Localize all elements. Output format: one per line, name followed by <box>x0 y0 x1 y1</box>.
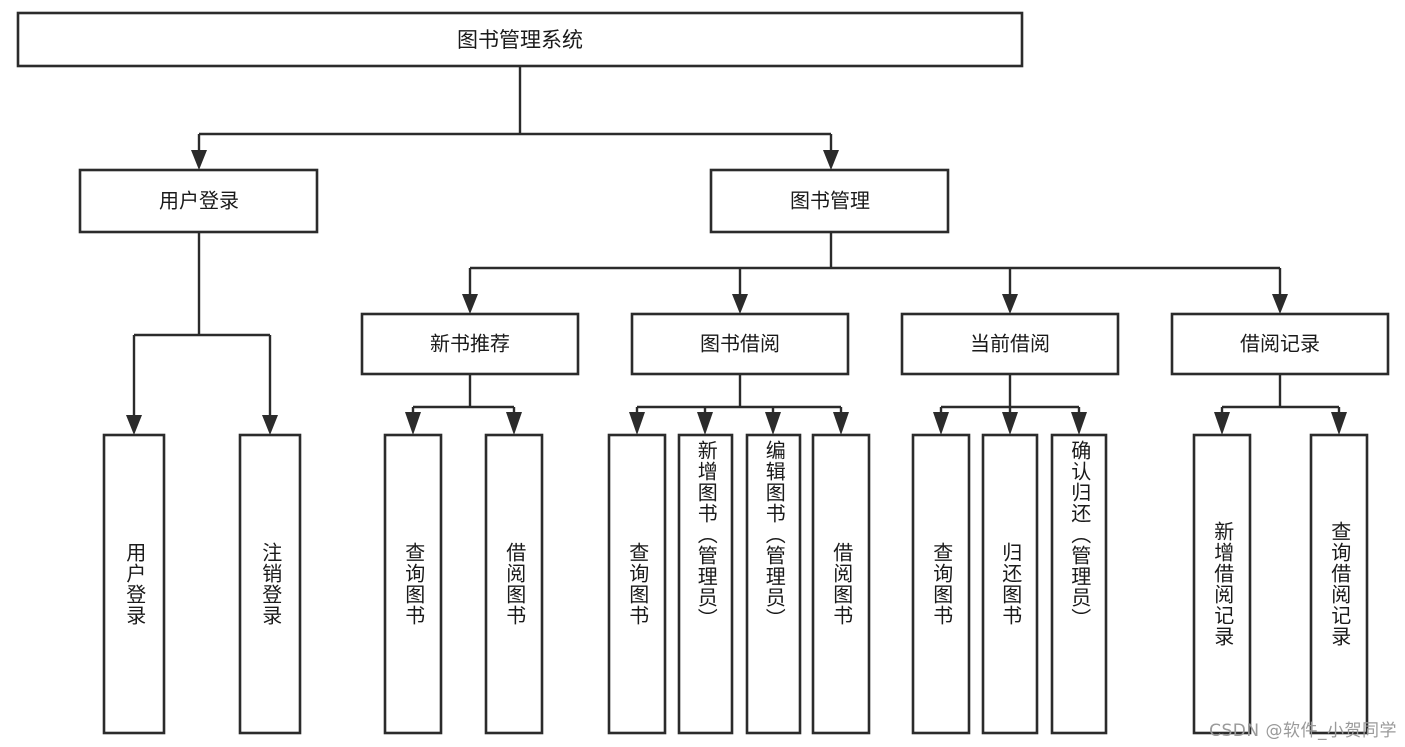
leaf-add-record-box[interactable] <box>1192 433 1252 735</box>
arrow-head-leaf-user-login <box>126 415 142 435</box>
leaf-borrow-book-1-box[interactable] <box>484 433 544 735</box>
leaf-borrow-book-2-box[interactable] <box>811 433 871 735</box>
node-current-borrow-label: 当前借阅 <box>970 332 1050 356</box>
node-book-manage-label: 图书管理 <box>790 189 870 213</box>
arrow-head-leaf-user-logout <box>262 415 278 435</box>
leaf-query-book-3-box[interactable] <box>911 433 971 735</box>
node-current-borrow-box[interactable] <box>900 312 1120 376</box>
arrow-head-book-manage <box>823 150 839 170</box>
node-borrow-record-box[interactable] <box>1170 312 1390 376</box>
arrow-head-borrow-record <box>1272 294 1288 314</box>
node-current-borrow[interactable]: 当前借阅 <box>900 312 1120 376</box>
arrow-head-leaf-return-book <box>1002 412 1018 435</box>
connectors-book-manage-to-level3 <box>462 232 1288 314</box>
leaf-query-book-1-box[interactable] <box>383 433 443 735</box>
node-book-manage-box[interactable] <box>709 168 950 234</box>
node-new-book-rec-label: 新书推荐 <box>430 332 510 356</box>
arrow-head-leaf-query-book-1 <box>405 412 421 435</box>
node-root-label: 图书管理系统 <box>457 28 583 52</box>
connectors-borrow-record-to-leaves <box>1214 374 1347 435</box>
arrow-head-leaf-borrow-book-2 <box>833 412 849 435</box>
node-root-box[interactable] <box>16 11 1024 68</box>
arrow-head-leaf-add-record <box>1214 412 1230 435</box>
node-user-login-box[interactable] <box>78 168 319 234</box>
node-book-manage[interactable]: 图书管理 <box>709 168 950 234</box>
arrow-head-current-borrow <box>1002 294 1018 314</box>
node-borrow-record-label: 借阅记录 <box>1240 332 1320 356</box>
arrow-head-leaf-edit-book <box>765 412 781 435</box>
node-book-borrow[interactable]: 图书借阅 <box>630 312 850 376</box>
connectors-current-borrow-to-leaves <box>933 374 1087 435</box>
leaf-boxes <box>102 433 1369 735</box>
arrow-head-user-login <box>191 150 207 170</box>
leaf-return-book-box[interactable] <box>981 433 1039 735</box>
arrow-head-leaf-borrow-book-1 <box>506 412 522 435</box>
leaf-query-record-box[interactable] <box>1309 433 1369 735</box>
node-book-borrow-box[interactable] <box>630 312 850 376</box>
arrow-head-leaf-confirm-return <box>1071 412 1087 435</box>
arrow-head-leaf-query-record <box>1331 412 1347 435</box>
leaf-query-book-2-box[interactable] <box>607 433 667 735</box>
node-borrow-record[interactable]: 借阅记录 <box>1170 312 1390 376</box>
node-book-borrow-label: 图书借阅 <box>700 332 780 356</box>
arrow-head-leaf-query-book-3 <box>933 412 949 435</box>
node-root[interactable]: 图书管理系统 <box>16 11 1024 68</box>
csdn-watermark: CSDN @软件_小贺同学 <box>1209 721 1397 741</box>
arrow-head-leaf-query-book-2 <box>629 412 645 435</box>
arrow-head-book-borrow <box>732 294 748 314</box>
connectors-new-book-rec-to-leaves <box>405 374 522 435</box>
connectors-root-to-level2 <box>191 66 839 170</box>
leaf-confirm-return-box[interactable] <box>1050 433 1108 735</box>
leaf-edit-book-box[interactable] <box>745 433 802 735</box>
node-new-book-rec-box[interactable] <box>360 312 580 376</box>
leaf-user-login-box[interactable] <box>102 433 166 735</box>
node-user-login[interactable]: 用户登录 <box>78 168 319 234</box>
connectors-user-login-to-leaves <box>126 232 278 435</box>
leaf-user-logout-box[interactable] <box>238 433 302 735</box>
node-new-book-rec[interactable]: 新书推荐 <box>360 312 580 376</box>
connectors-book-borrow-to-leaves <box>629 374 849 435</box>
node-user-login-label: 用户登录 <box>159 189 239 213</box>
leaf-add-book-box[interactable] <box>677 433 734 735</box>
arrow-head-leaf-add-book <box>697 412 713 435</box>
arrow-head-new-book-rec <box>462 294 478 314</box>
